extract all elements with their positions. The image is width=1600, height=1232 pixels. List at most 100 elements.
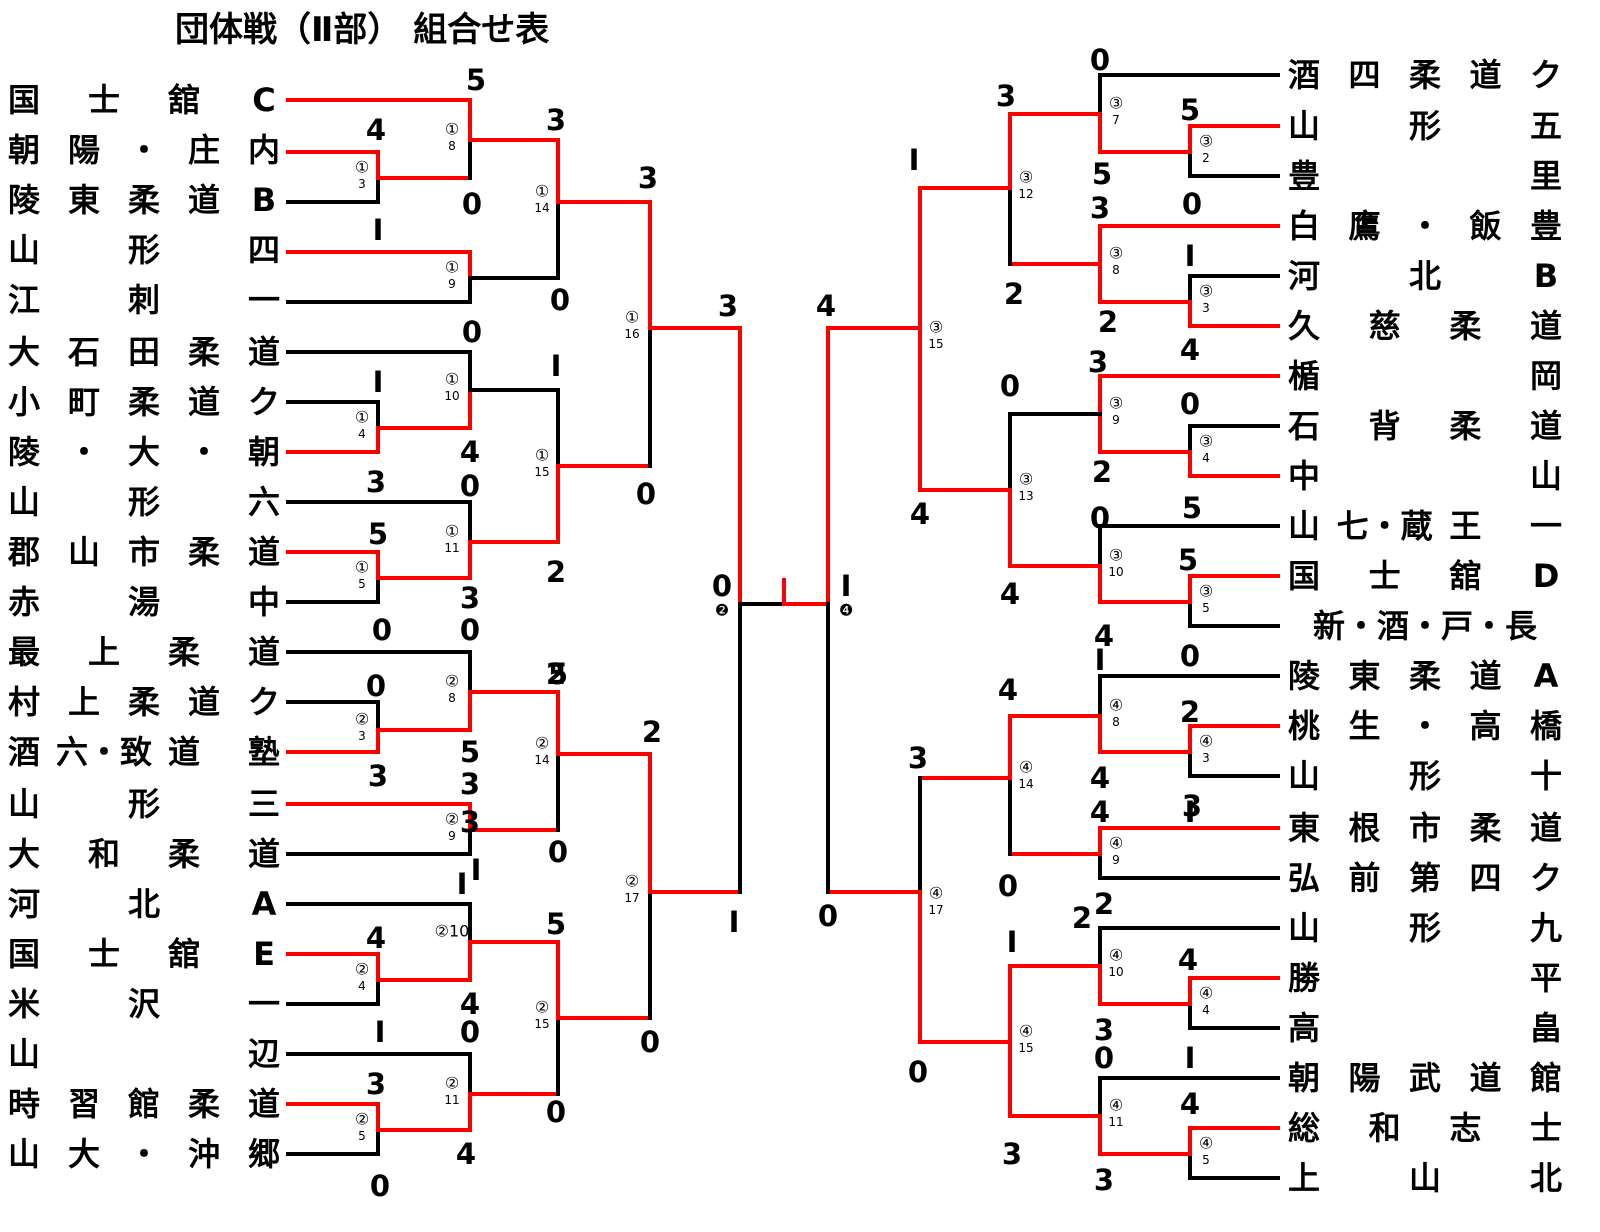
match-number: ④ bbox=[929, 884, 943, 903]
score: 0 bbox=[370, 1169, 390, 1203]
score: 2 bbox=[1072, 901, 1092, 935]
score: 5 bbox=[1182, 491, 1202, 525]
team-name-left-char: 道 bbox=[248, 633, 280, 671]
team-name-left-char: 柔 bbox=[128, 181, 160, 219]
team-name-right-char: 山 bbox=[1288, 757, 1320, 795]
team-name-right-char: 士 bbox=[1369, 557, 1401, 595]
match-number: ① bbox=[445, 258, 459, 277]
match-number: ④ bbox=[1199, 984, 1213, 1003]
score: 0 bbox=[460, 1015, 480, 1049]
score: 0 bbox=[640, 1025, 660, 1059]
team-name-left-char: C bbox=[252, 81, 275, 119]
match-number: ② bbox=[535, 998, 549, 1017]
team-name-left-char: ・ bbox=[128, 1135, 160, 1173]
score: 2 bbox=[1094, 887, 1114, 921]
match-number: 2 bbox=[1202, 151, 1210, 165]
score: 2 bbox=[1180, 695, 1200, 729]
team-name-left-char: 陵 bbox=[8, 433, 41, 471]
match-number: 14 bbox=[534, 201, 549, 215]
team-name-right-char: 柔 bbox=[1409, 56, 1441, 94]
team-name-left-char: 塾 bbox=[248, 733, 280, 771]
team-name-right-char: 上 bbox=[1288, 1159, 1320, 1197]
score: 2 bbox=[1004, 277, 1024, 311]
team-name-left-char: 小 bbox=[8, 383, 40, 421]
team-name-left-char: 市 bbox=[128, 533, 160, 571]
team-name-left-char: B bbox=[252, 181, 276, 219]
score: 4 bbox=[1178, 943, 1198, 977]
match-number: 3 bbox=[1202, 751, 1210, 765]
score: 0 bbox=[1090, 43, 1110, 77]
team-name-right-char: 総 bbox=[1288, 1109, 1320, 1147]
match-number: 7 bbox=[1112, 113, 1120, 127]
score: 4 bbox=[1090, 795, 1110, 829]
score: Ⅰ bbox=[373, 365, 384, 399]
score-final: 0 bbox=[818, 899, 838, 933]
match-number: 5 bbox=[1202, 1153, 1210, 1167]
score: 3 bbox=[1182, 789, 1202, 823]
team-name-left-char: 道 bbox=[188, 683, 220, 721]
team-name-left-char: 東 bbox=[68, 181, 100, 219]
team-name-right-char: 前 bbox=[1348, 859, 1380, 897]
match-number: 17 bbox=[624, 891, 639, 905]
team-name-left-char: 道 bbox=[248, 1085, 280, 1123]
team-name-right-char: 四 bbox=[1469, 859, 1501, 897]
match-number: 9 bbox=[448, 829, 456, 843]
score: 5 bbox=[546, 907, 566, 941]
match-number: ② bbox=[445, 672, 459, 691]
match-number: 8 bbox=[448, 139, 456, 153]
score: 3 bbox=[460, 805, 480, 839]
match-number: 9 bbox=[1112, 853, 1120, 867]
team-name-left-char: 一 bbox=[248, 281, 280, 319]
team-name-left-char: 中 bbox=[248, 583, 280, 621]
team-name-right-char: 山 bbox=[1530, 457, 1562, 495]
team-name-left-char: 江 bbox=[8, 281, 40, 319]
team-name-right-char: 桃 bbox=[1288, 707, 1320, 745]
match-number: ① bbox=[355, 558, 369, 577]
score: 0 bbox=[366, 669, 386, 703]
team-name-right-char: 久 bbox=[1288, 307, 1320, 345]
team-name-right-char: B bbox=[1534, 257, 1558, 295]
team-name-right-char: 道 bbox=[1469, 657, 1501, 695]
team-name-right-char: 柔 bbox=[1409, 657, 1441, 695]
score: 3 bbox=[908, 741, 928, 775]
team-name-left-char: 和 bbox=[88, 835, 120, 873]
match-number: ② bbox=[625, 872, 639, 891]
score: 0 bbox=[1182, 187, 1202, 221]
match-number: 4 bbox=[1202, 451, 1210, 465]
team-name-right-char: 陽 bbox=[1348, 1059, 1380, 1097]
match-number: ③ bbox=[1199, 282, 1213, 301]
team-name-right-char: 豊 bbox=[1530, 207, 1562, 245]
score: 2 bbox=[1098, 305, 1118, 339]
score: Ⅰ bbox=[1095, 643, 1106, 677]
team-name-left-char: 陽 bbox=[68, 131, 100, 169]
team-name-right-char: 七・蔵 bbox=[1337, 507, 1433, 545]
team-name-right-char: ク bbox=[1530, 56, 1562, 94]
score: 3 bbox=[1094, 1013, 1114, 1047]
score: 3 bbox=[1090, 191, 1110, 225]
score: 5 bbox=[1180, 93, 1200, 127]
team-name-right-char: 東 bbox=[1288, 809, 1320, 847]
team-name-left-char: 大 bbox=[68, 1135, 100, 1173]
match-number: 10 bbox=[1108, 965, 1123, 979]
match-number: ① bbox=[445, 120, 459, 139]
score: 3 bbox=[368, 759, 388, 793]
match-number: ③ bbox=[1109, 94, 1123, 113]
team-name-right-char: 北 bbox=[1409, 257, 1441, 295]
team-name-left-char: 大 bbox=[8, 835, 40, 873]
team-name-left-char: 村 bbox=[8, 683, 40, 721]
score: Ⅰ bbox=[373, 213, 384, 247]
team-name-left-char: ク bbox=[248, 383, 280, 421]
team-name-right-char: 館 bbox=[1530, 1059, 1562, 1097]
team-name-left-char: 陵 bbox=[8, 181, 41, 219]
team-name-left-char: 山 bbox=[68, 533, 100, 571]
score: 0 bbox=[462, 315, 482, 349]
score: 0 bbox=[548, 835, 568, 869]
score: 3 bbox=[1088, 345, 1108, 379]
team-name-left-char: 柔 bbox=[168, 633, 200, 671]
team-name-left-char: 六・致 bbox=[56, 733, 152, 771]
team-name-left-char: 大 bbox=[128, 433, 160, 471]
match-number: 15 bbox=[534, 465, 549, 479]
score: 4 bbox=[998, 673, 1018, 707]
score: Ⅰ bbox=[909, 143, 920, 177]
team-name-right-char: 道 bbox=[1469, 1059, 1501, 1097]
